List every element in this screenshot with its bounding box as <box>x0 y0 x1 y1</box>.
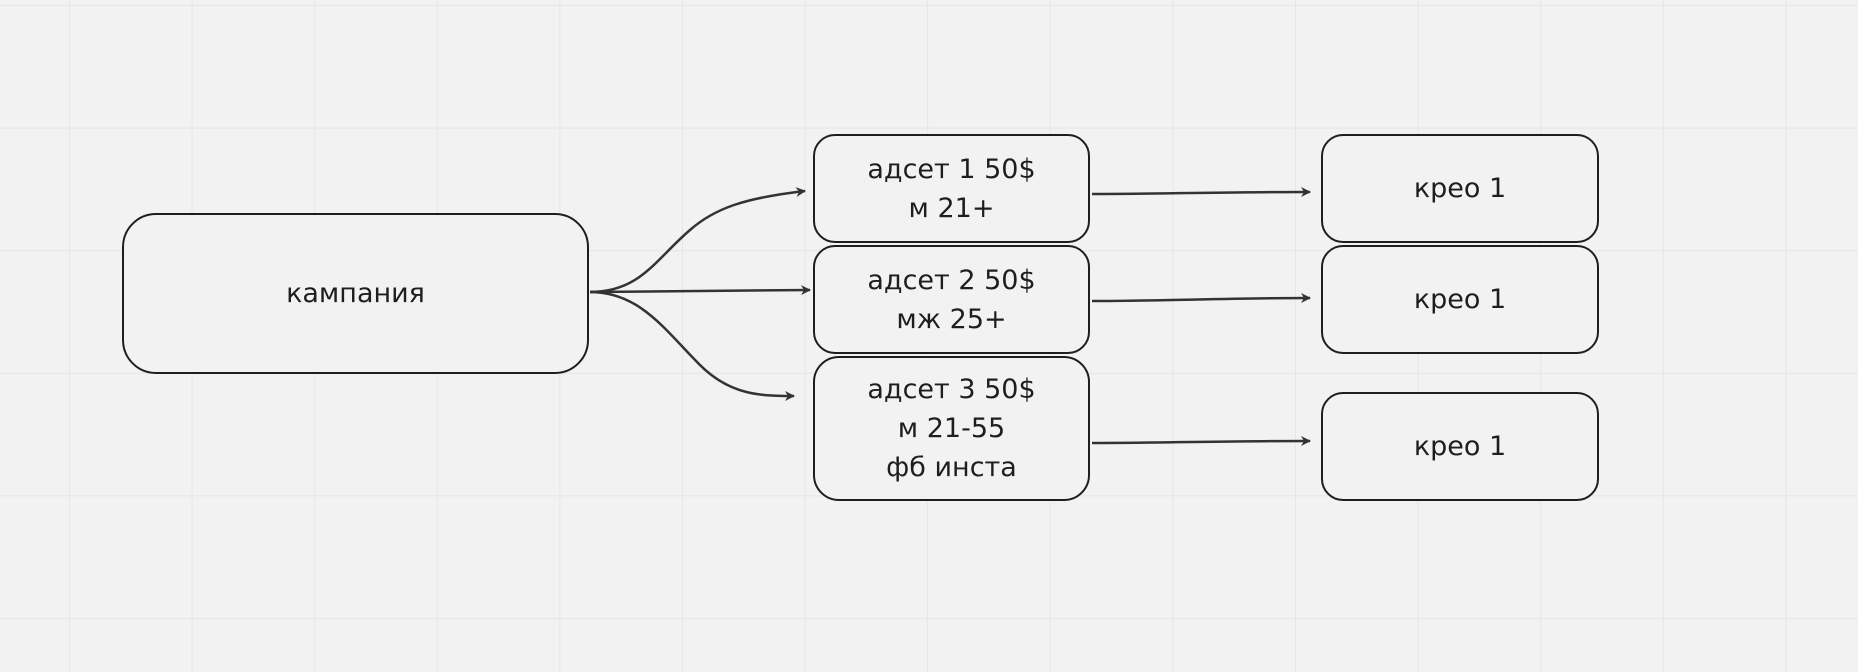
edge-adset3-creo3[interactable] <box>1091 436 1311 447</box>
node-campaign[interactable]: кампания <box>122 213 589 374</box>
node-adset-3-text-1: адсет 3 50$ <box>867 374 1036 405</box>
node-adset-1-text-1: адсет 1 50$ <box>867 153 1036 185</box>
node-adset-3-label: адсет 3 50$ м 21-55 фб инста <box>867 370 1035 487</box>
node-adset-3-text-3: фб инста <box>886 452 1017 483</box>
node-adset-1-text-2: м 21+ <box>908 192 995 224</box>
node-campaign-label: кампания <box>286 274 425 313</box>
edge-campaign-adset3[interactable] <box>589 290 795 401</box>
node-campaign-text-1: кампания <box>286 278 425 309</box>
node-creo-3[interactable]: крео 1 <box>1321 392 1599 501</box>
node-adset-3[interactable]: адсет 3 50$ м 21-55 фб инста <box>813 356 1090 501</box>
node-creo-2[interactable]: крео 1 <box>1321 245 1599 354</box>
edge-adset2-creo2[interactable] <box>1091 293 1311 304</box>
node-creo-2-text-1: крео 1 <box>1413 284 1507 315</box>
edge-campaign-adset2[interactable] <box>589 285 811 296</box>
node-adset-2-text-1: адсет 2 50$ <box>867 264 1036 296</box>
node-adset-1[interactable]: адсет 1 50$ м 21+ <box>813 134 1090 243</box>
node-adset-2[interactable]: адсет 2 50$ мж 25+ <box>813 245 1090 354</box>
node-adset-2-text-2: мж 25+ <box>896 303 1007 335</box>
node-creo-3-label: крео 1 <box>1414 427 1506 466</box>
node-creo-1-label: крео 1 <box>1414 169 1506 208</box>
node-adset-2-label: адсет 2 50$ мж 25+ <box>867 261 1035 339</box>
node-creo-1-text-1: крео 1 <box>1413 173 1507 204</box>
edge-adset1-creo1[interactable] <box>1091 187 1311 198</box>
node-adset-1-label: адсет 1 50$ м 21+ <box>867 150 1035 228</box>
edge-campaign-adset1[interactable] <box>589 187 806 294</box>
node-creo-3-text-1: крео 1 <box>1413 431 1507 462</box>
node-creo-1[interactable]: крео 1 <box>1321 134 1599 243</box>
node-adset-3-text-2: м 21-55 <box>897 413 1006 444</box>
node-creo-2-label: крео 1 <box>1414 280 1506 319</box>
